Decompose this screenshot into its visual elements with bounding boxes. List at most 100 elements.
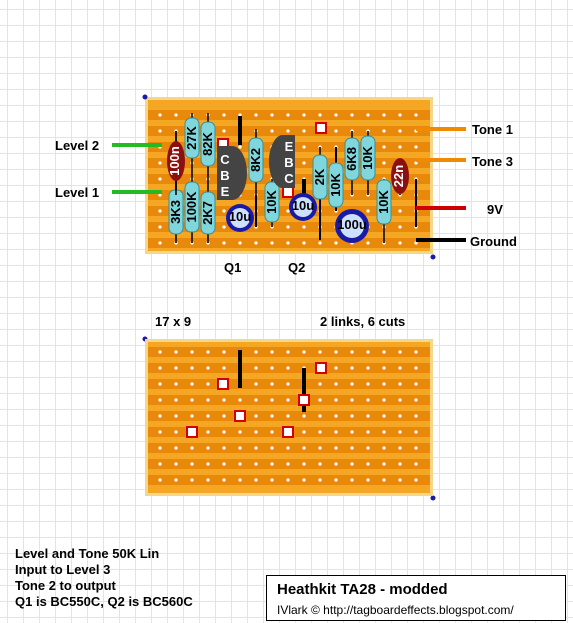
strip-hole	[366, 478, 370, 482]
strip-hole	[398, 209, 402, 213]
strip-hole	[286, 414, 290, 418]
strip-hole	[302, 241, 306, 245]
strip-hole	[190, 382, 194, 386]
strip-hole	[350, 113, 354, 117]
strip-hole	[382, 382, 386, 386]
capacitor-10u-b-label: 10u	[292, 198, 314, 213]
strip-hole	[334, 414, 338, 418]
strip-hole	[414, 478, 418, 482]
resistor-82k-label: 82K	[200, 131, 215, 155]
track-cut	[234, 410, 246, 422]
strip-hole	[414, 350, 418, 354]
resistor-2k-label: 2K	[312, 168, 327, 185]
strip-hole	[302, 225, 306, 229]
strip-hole	[366, 462, 370, 466]
strip-hole	[398, 145, 402, 149]
strip-hole	[270, 129, 274, 133]
strip-hole	[350, 350, 354, 354]
strip-hole	[174, 382, 178, 386]
strip-hole	[334, 129, 338, 133]
strip-hole	[398, 350, 402, 354]
label-tone3: Tone 3	[472, 154, 513, 169]
strip-hole	[174, 414, 178, 418]
strip-hole	[158, 366, 162, 370]
strip-hole	[366, 113, 370, 117]
title-box: Heathkit TA28 - modded IVlark © http://t…	[266, 575, 566, 621]
label-9v: 9V	[487, 202, 503, 217]
track-cut	[282, 426, 294, 438]
strip-hole	[366, 430, 370, 434]
strip-hole	[270, 382, 274, 386]
strip-hole	[382, 446, 386, 450]
resistor-10k-d-label: 10K	[376, 189, 391, 213]
strip-hole	[318, 113, 322, 117]
strip-hole	[222, 414, 226, 418]
strip-hole	[270, 430, 274, 434]
resistor-10k-b: 10K	[328, 162, 344, 211]
strip-hole	[270, 113, 274, 117]
track-cut	[315, 362, 327, 374]
strip-hole	[318, 462, 322, 466]
capacitor-10u-b: 10u	[289, 193, 317, 221]
strip-hole	[286, 366, 290, 370]
resistor-27k-label: 27K	[184, 125, 199, 149]
resistor-10k-a: 10K	[264, 179, 280, 227]
note-line: Input to Level 3	[15, 562, 111, 577]
strip-hole	[206, 414, 210, 418]
strip-hole	[318, 478, 322, 482]
strip-hole	[334, 382, 338, 386]
strip-hole	[302, 446, 306, 450]
strip-hole	[286, 478, 290, 482]
strip-hole	[334, 398, 338, 402]
strip-hole	[414, 366, 418, 370]
strip-hole	[382, 430, 386, 434]
strip-hole	[318, 446, 322, 450]
strip-hole	[334, 430, 338, 434]
strip-hole	[334, 241, 338, 245]
strip-hole	[206, 382, 210, 386]
strip-hole	[366, 366, 370, 370]
strip-hole	[286, 446, 290, 450]
capacitor-100u-label: 100u	[337, 217, 367, 232]
diagram-title: Heathkit TA28 - modded	[277, 581, 448, 598]
resistor-2k: 2K	[312, 147, 328, 211]
strip-hole	[366, 350, 370, 354]
strip-hole	[270, 398, 274, 402]
strip-hole	[398, 414, 402, 418]
resistor-82k: 82K	[200, 113, 216, 179]
strip-hole	[270, 350, 274, 354]
resistor-6k8: 6K8	[344, 131, 360, 195]
strip-hole	[158, 478, 162, 482]
strip-hole	[222, 129, 226, 133]
strip-hole	[318, 414, 322, 418]
strip-hole	[222, 398, 226, 402]
strip-hole	[286, 382, 290, 386]
strip-hole	[350, 430, 354, 434]
strip-hole	[254, 446, 258, 450]
strip-hole	[398, 398, 402, 402]
strip-hole	[366, 446, 370, 450]
strip-hole	[382, 113, 386, 117]
strip-hole	[158, 129, 162, 133]
strip-hole	[174, 113, 178, 117]
strip-hole	[398, 462, 402, 466]
transistor-q1: C B E	[217, 146, 247, 200]
strip-hole	[222, 430, 226, 434]
strip-hole	[270, 462, 274, 466]
strip-hole	[334, 446, 338, 450]
strip-hole	[270, 446, 274, 450]
label-level1: Level 1	[55, 185, 99, 200]
bottom-board	[145, 339, 433, 496]
label-ground: Ground	[470, 234, 517, 249]
strip-hole	[190, 350, 194, 354]
strip-hole	[414, 430, 418, 434]
strip-hole	[190, 478, 194, 482]
strip-hole	[286, 113, 290, 117]
strip-hole	[254, 366, 258, 370]
strip-hole	[334, 478, 338, 482]
resistor-6k8-label: 6K8	[344, 147, 359, 171]
strip-hole	[334, 462, 338, 466]
strip-hole	[286, 129, 290, 133]
strip-hole	[158, 446, 162, 450]
